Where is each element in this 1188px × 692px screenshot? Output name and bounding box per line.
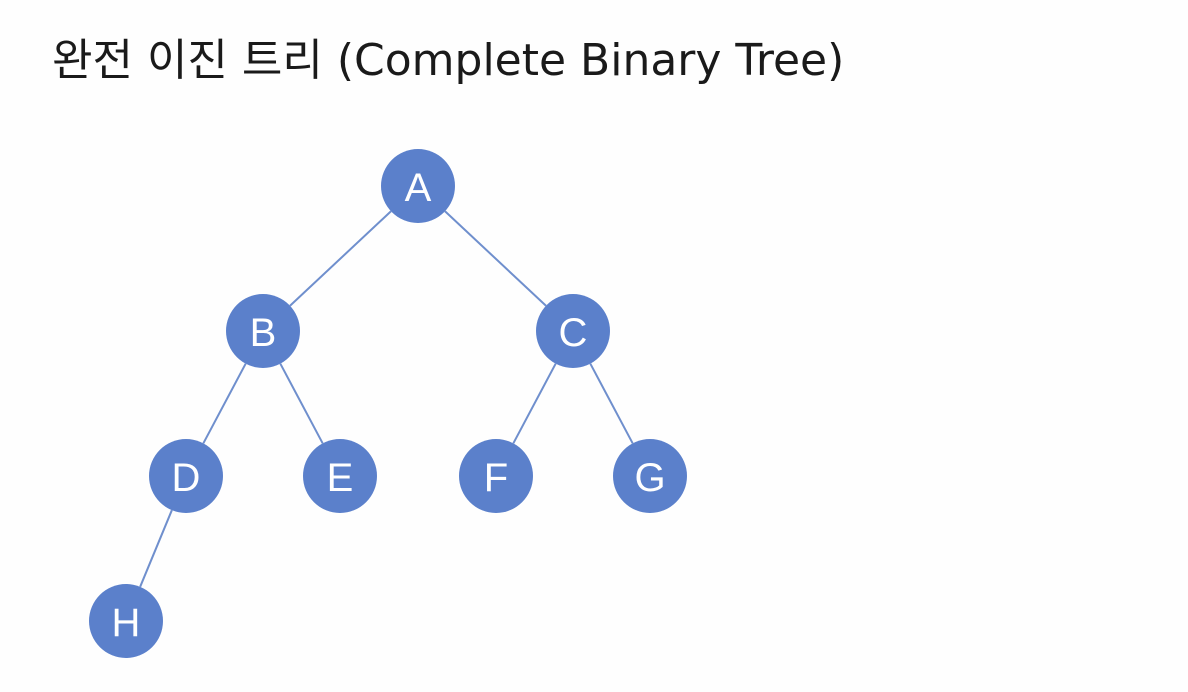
tree-node-g: G — [613, 439, 687, 513]
edge-a-b — [289, 210, 392, 307]
node-circle — [613, 439, 687, 513]
node-circle — [89, 584, 163, 658]
tree-node-e: E — [303, 439, 377, 513]
node-label: B — [250, 311, 277, 355]
tree-node-f: F — [459, 439, 533, 513]
edge-a-c — [444, 210, 547, 307]
edge-b-e — [279, 363, 324, 444]
tree-node-a: A — [381, 149, 455, 223]
edge-c-g — [589, 363, 634, 444]
node-label: G — [634, 456, 665, 500]
tree-node-d: D — [149, 439, 223, 513]
node-label: D — [172, 456, 201, 500]
tree-node-h: H — [89, 584, 163, 658]
edge-d-h — [139, 509, 173, 588]
node-label: E — [327, 456, 354, 500]
node-label: F — [484, 456, 508, 500]
tree-node-b: B — [226, 294, 300, 368]
node-circle — [303, 439, 377, 513]
node-circle — [536, 294, 610, 368]
tree-nodes: A B C D E F G H — [89, 149, 687, 658]
node-circle — [149, 439, 223, 513]
edge-b-d — [202, 363, 247, 444]
node-label: A — [405, 166, 432, 210]
node-label: C — [559, 311, 588, 355]
tree-edges — [139, 210, 634, 588]
node-label: H — [112, 601, 141, 645]
node-circle — [381, 149, 455, 223]
node-circle — [459, 439, 533, 513]
edge-c-f — [512, 363, 557, 444]
node-circle — [226, 294, 300, 368]
tree-node-c: C — [536, 294, 610, 368]
slide-title: 완전 이진 트리 (Complete Binary Tree) — [52, 35, 845, 86]
